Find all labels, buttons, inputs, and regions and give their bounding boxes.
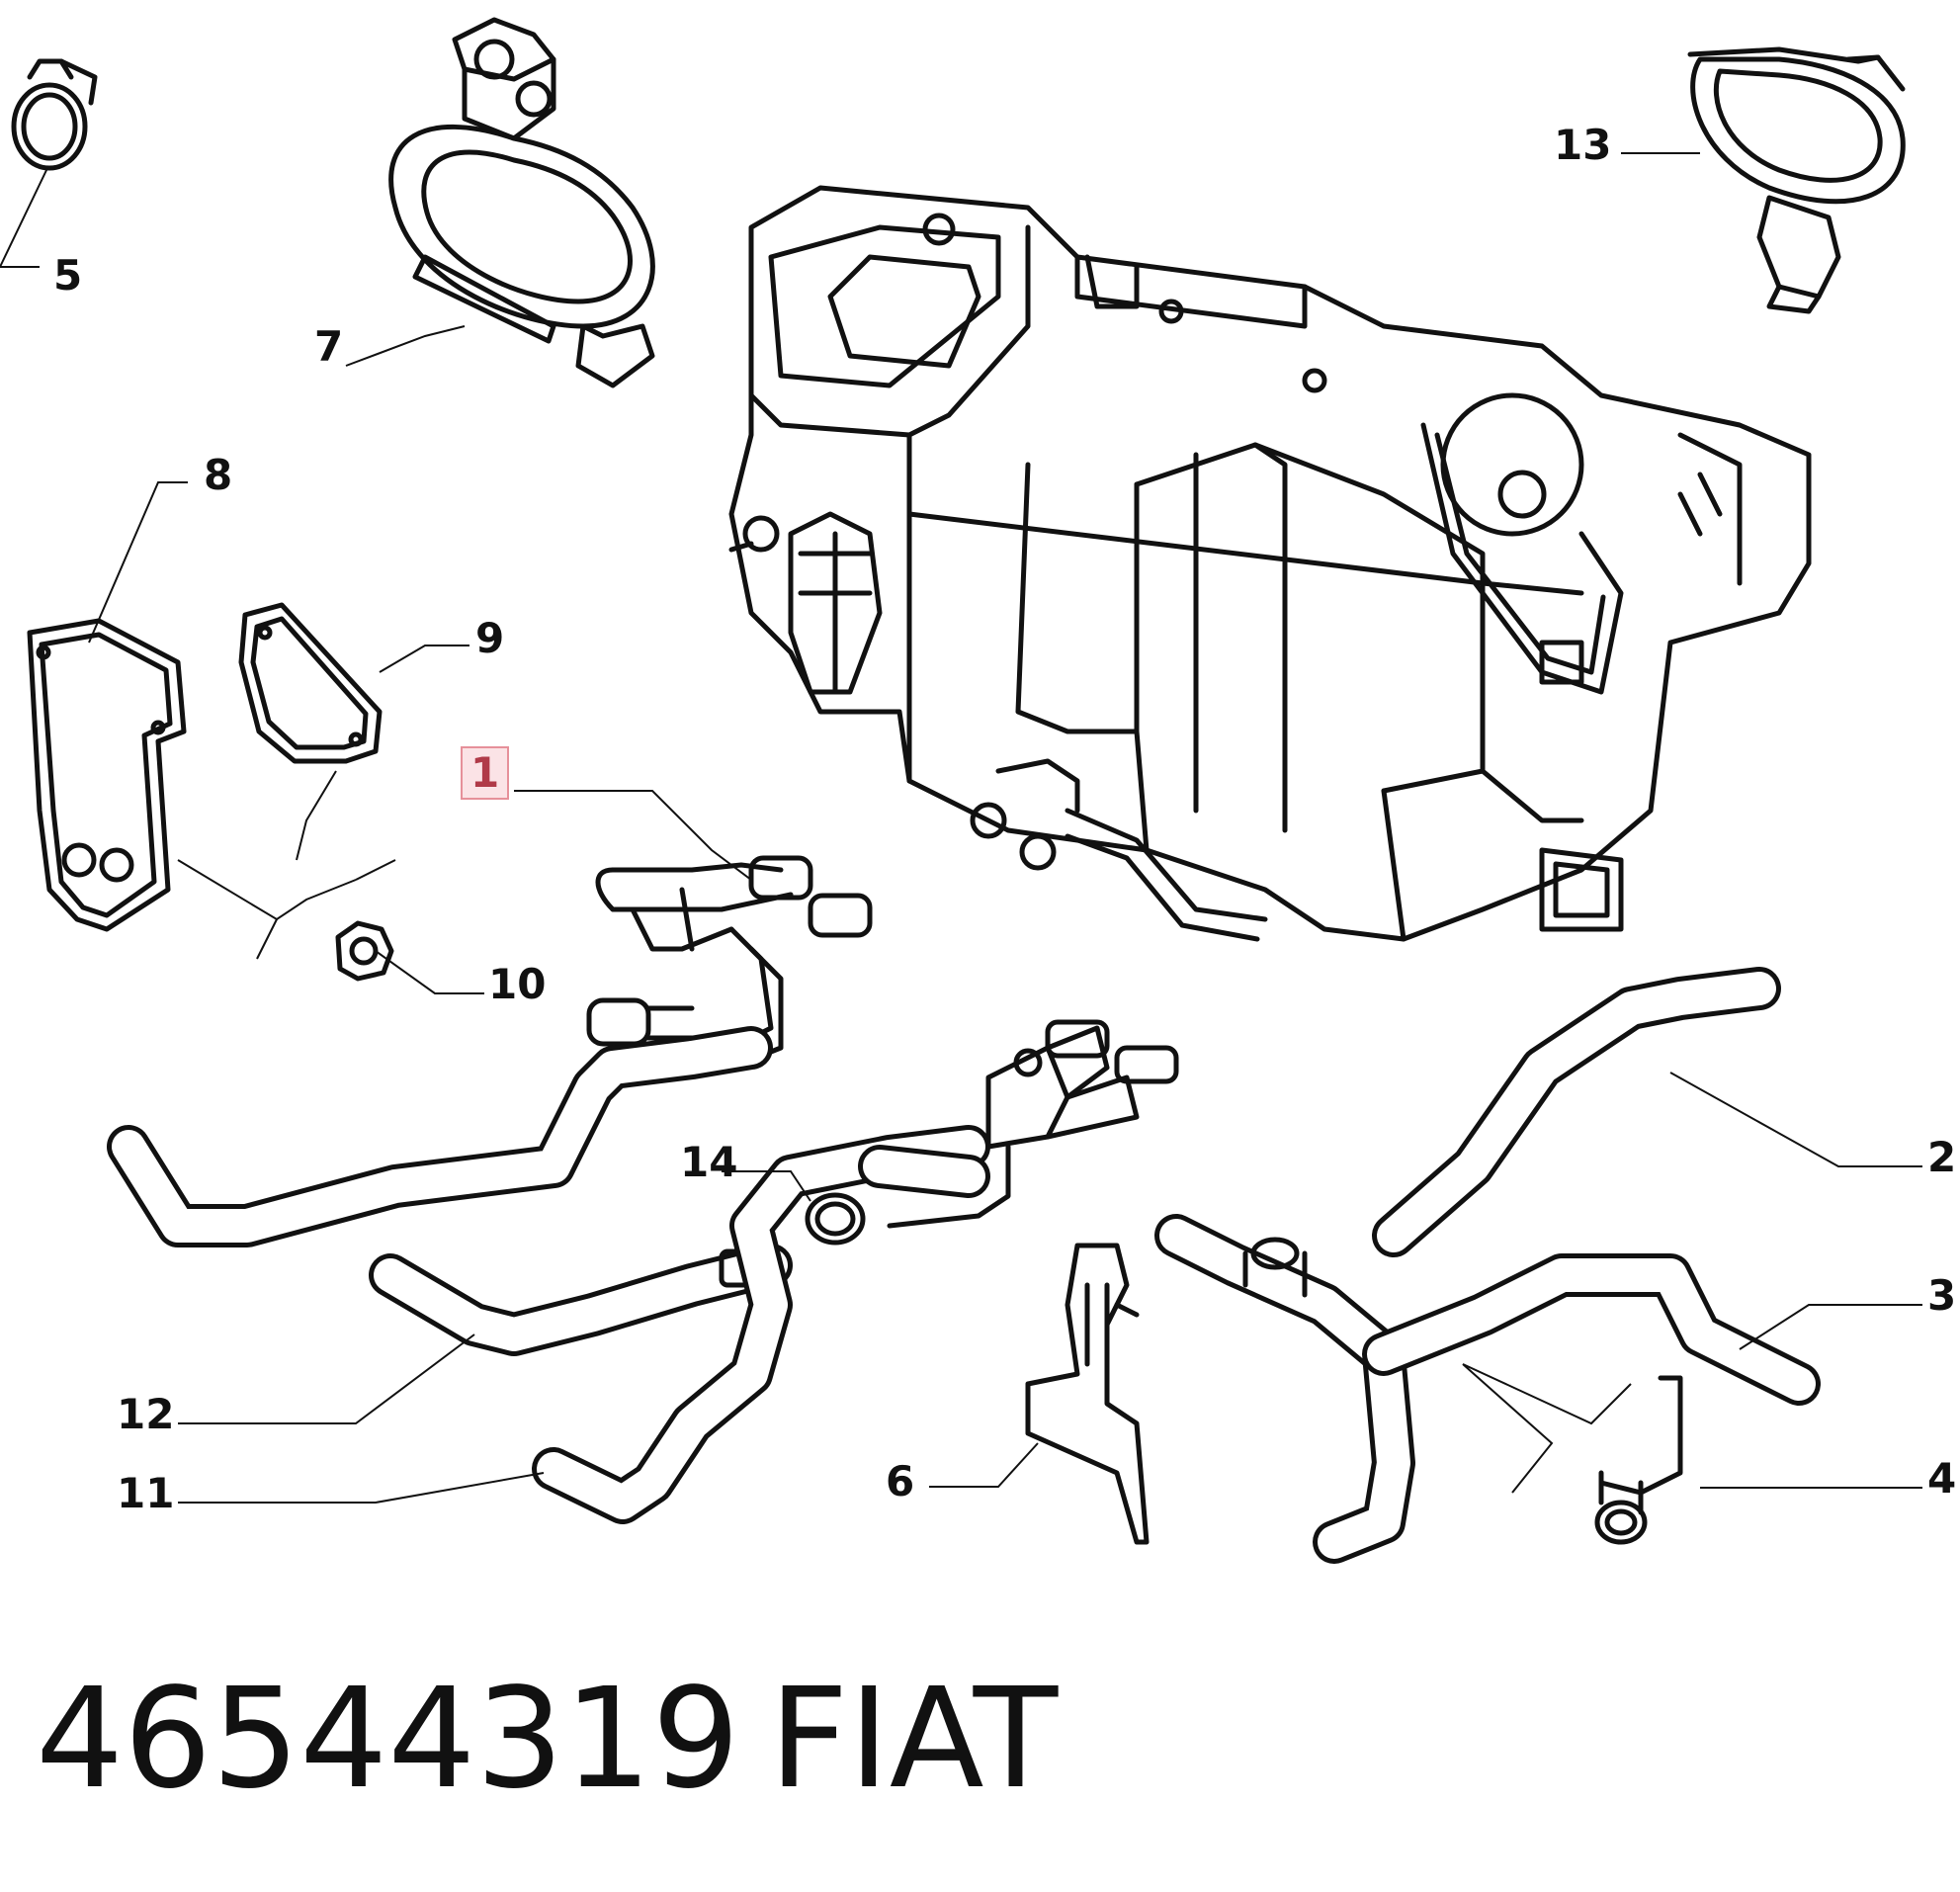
part-8-gasket — [27, 618, 187, 932]
leader-lines — [0, 152, 1922, 1504]
callout-9: 9 — [475, 614, 505, 662]
callout-14: 14 — [680, 1138, 738, 1186]
part-13-band-clamp — [1687, 46, 1906, 314]
part-4-clip — [1594, 1375, 1683, 1545]
callout-2: 2 — [1927, 1133, 1957, 1181]
callout-7: 7 — [314, 322, 344, 371]
heater-unit-assembly — [728, 185, 1812, 942]
callout-12: 12 — [117, 1390, 175, 1438]
callout-6: 6 — [886, 1457, 915, 1505]
part-3-fitting — [1242, 1237, 1308, 1298]
callout-8: 8 — [204, 451, 233, 499]
callout-1-highlighted: 1 — [461, 746, 510, 800]
part-5-hose-clamp — [11, 58, 98, 171]
callout-4: 4 — [1927, 1454, 1957, 1503]
part-9-gasket-ring — [238, 602, 383, 764]
part-7-band-clamp — [388, 17, 655, 388]
part-number-caption: 46544319 — [36, 1659, 740, 1820]
callout-3: 3 — [1927, 1271, 1957, 1320]
callout-11: 11 — [117, 1469, 175, 1517]
part-10-nut — [335, 920, 394, 982]
part-6-bracket — [1025, 1243, 1150, 1545]
callout-5: 5 — [53, 251, 83, 300]
part-11-valve — [887, 1019, 1179, 1229]
part-14-clamp — [805, 1192, 866, 1246]
callout-13: 13 — [1554, 121, 1612, 169]
brand-caption: FIAT — [769, 1659, 1059, 1820]
callout-10: 10 — [488, 960, 547, 1008]
